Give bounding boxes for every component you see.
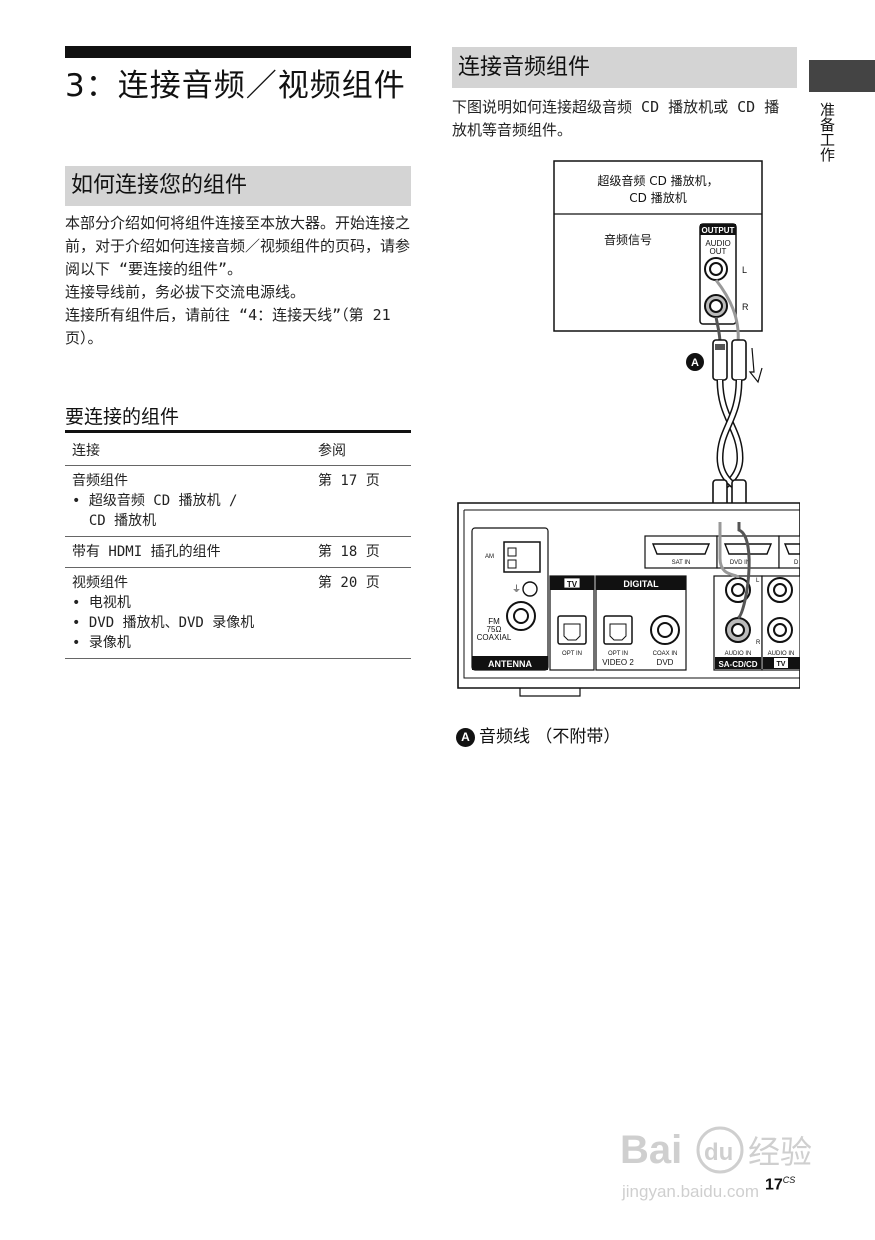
caption-marker-icon: A bbox=[456, 728, 475, 747]
audio-in-label-2: AUDIO IN bbox=[768, 651, 795, 657]
audio-components-heading: 连接音频组件 bbox=[452, 47, 797, 88]
page-number-suffix: CS bbox=[782, 1175, 796, 1185]
components-table: 连接 参阅 音频组件 • 超级音频 CD 播放机 / CD 播放机 第 17 页… bbox=[65, 433, 411, 659]
cell-line: 视频组件 bbox=[72, 575, 128, 591]
output-label-bg bbox=[700, 224, 736, 235]
signal-label: 音频信号 bbox=[604, 232, 652, 247]
watermark-cn: 经验 bbox=[748, 1133, 812, 1171]
opt-in-video2-label: OPT IN bbox=[608, 651, 628, 657]
coax-in-label: COAX IN bbox=[653, 651, 678, 657]
player-title-1: 超级音频 CD 播放机， bbox=[597, 173, 718, 188]
dvd-in-label: DVD IN bbox=[730, 560, 750, 566]
svg-text:D: D bbox=[794, 560, 799, 566]
chapter-label: 准备工作 bbox=[818, 102, 836, 162]
components-heading: 要连接的组件 bbox=[65, 406, 180, 428]
cell-line: • 超级音频 CD 播放机 / bbox=[72, 493, 238, 509]
opt-in-tv-label: OPT IN bbox=[562, 651, 582, 657]
how-to-connect-heading: 如何连接您的组件 bbox=[65, 166, 411, 206]
antenna-label: ANTENNA bbox=[488, 659, 532, 669]
baidu-watermark: Bai du 经验 jingyan.baidu.com bbox=[620, 1126, 812, 1201]
receiver-foot bbox=[519, 688, 581, 697]
cell-line: • DVD 播放机、DVD 录像机 bbox=[72, 615, 255, 631]
sat-in-label: SAT IN bbox=[672, 560, 691, 566]
audio-description: 下图说明如何连接超级音频 CD 播放机或 CD 播放机等音频组件。 bbox=[452, 98, 780, 139]
page-title: 3：连接音频／视频组件 bbox=[65, 68, 406, 104]
digital-label: DIGITAL bbox=[623, 579, 659, 589]
cable-marker-text: A bbox=[691, 357, 699, 369]
audio-out-label-1: AUDIO bbox=[705, 239, 730, 248]
dvd-label: DVD bbox=[657, 658, 674, 667]
fm-label-1: FM bbox=[488, 617, 500, 626]
column-header-connect: 连接 bbox=[65, 433, 311, 466]
table-cell: 视频组件 • 电视机 • DVD 播放机、DVD 录像机 • 录像机 bbox=[65, 567, 311, 659]
table-header-row: 连接 参阅 bbox=[65, 433, 411, 466]
output-label: OUTPUT bbox=[702, 226, 735, 235]
player-title-2: CD 播放机 bbox=[629, 190, 686, 205]
table-cell-ref: 第 17 页 bbox=[311, 465, 411, 537]
video2-label: VIDEO 2 bbox=[602, 658, 634, 667]
antenna-label-bg bbox=[472, 656, 548, 670]
plug-top-r bbox=[731, 339, 747, 381]
table-row: 音频组件 • 超级音频 CD 播放机 / CD 播放机 第 17 页 bbox=[65, 465, 411, 537]
table-cell: 音频组件 • 超级音频 CD 播放机 / CD 播放机 bbox=[65, 465, 311, 537]
intro-paragraph: 连接所有组件后，请前往 “4：连接天线”（第 21 页）。 bbox=[65, 306, 391, 347]
table-cell-ref: 第 20 页 bbox=[311, 567, 411, 659]
ground-icon: ⏚ bbox=[512, 584, 521, 594]
column-header-reference: 参阅 bbox=[311, 433, 411, 466]
page-number: 17CS bbox=[765, 1175, 795, 1194]
watermark-du: du bbox=[704, 1139, 733, 1166]
title-rule bbox=[65, 46, 411, 58]
am-label: AM bbox=[485, 554, 494, 560]
audio-in-r-label: R bbox=[756, 640, 761, 646]
intro-text: 本部分介绍如何将组件连接至本放大器。开始连接之前，对于介绍如何连接音频／视频组件… bbox=[65, 212, 411, 350]
fm-label-3: COAXIAL bbox=[477, 633, 512, 642]
cable-white-segment bbox=[714, 279, 740, 344]
cell-line: CD 播放机 bbox=[72, 513, 157, 529]
watermark-bai: Bai bbox=[620, 1128, 682, 1172]
page-number-value: 17 bbox=[765, 1176, 783, 1194]
sacd-label: SA-CD/CD bbox=[718, 660, 757, 669]
tv-box-label: TV bbox=[567, 580, 578, 589]
audio-in-l-label: L bbox=[756, 578, 760, 584]
table-row: 带有 HDMI 插孔的组件 第 18 页 bbox=[65, 536, 411, 568]
table-cell-ref: 第 18 页 bbox=[311, 536, 411, 568]
table-cell: 带有 HDMI 插孔的组件 bbox=[65, 536, 311, 568]
connection-diagram: 超级音频 CD 播放机， CD 播放机 音频信号 OUTPUT AUDIO OU… bbox=[457, 160, 800, 697]
insert-arrow-icon bbox=[748, 347, 763, 384]
audio-in-label-1: AUDIO IN bbox=[725, 651, 752, 657]
watermark-url: jingyan.baidu.com bbox=[621, 1182, 759, 1201]
jack-r-label: R bbox=[742, 302, 749, 312]
paw-icon bbox=[696, 1126, 744, 1174]
fm-label-2: 75Ω bbox=[487, 625, 502, 634]
cell-line: • 录像机 bbox=[72, 635, 131, 651]
hdmi-sat-in bbox=[651, 543, 711, 555]
table-row: 视频组件 • 电视机 • DVD 播放机、DVD 录像机 • 录像机 第 20 … bbox=[65, 567, 411, 659]
caption-text: 音频线 （不附带） bbox=[479, 727, 621, 747]
cell-line: • 电视机 bbox=[72, 595, 131, 611]
jack-l-label: L bbox=[742, 265, 747, 275]
components-rule bbox=[65, 430, 411, 433]
audio-out-label-2: OUT bbox=[710, 247, 727, 256]
chapter-tab bbox=[809, 60, 875, 92]
tv-box-label-2: TV bbox=[777, 661, 786, 668]
cell-line: 音频组件 bbox=[72, 473, 128, 489]
cable-marker-icon bbox=[686, 353, 704, 371]
cell-line: 带有 HDMI 插孔的组件 bbox=[72, 544, 221, 560]
ground-screw bbox=[522, 581, 538, 597]
intro-paragraph: 连接导线前，务必拔下交流电源线。 bbox=[65, 283, 306, 301]
intro-paragraph: 本部分介绍如何将组件连接至本放大器。开始连接之前，对于介绍如何连接音频／视频组件… bbox=[65, 214, 411, 278]
